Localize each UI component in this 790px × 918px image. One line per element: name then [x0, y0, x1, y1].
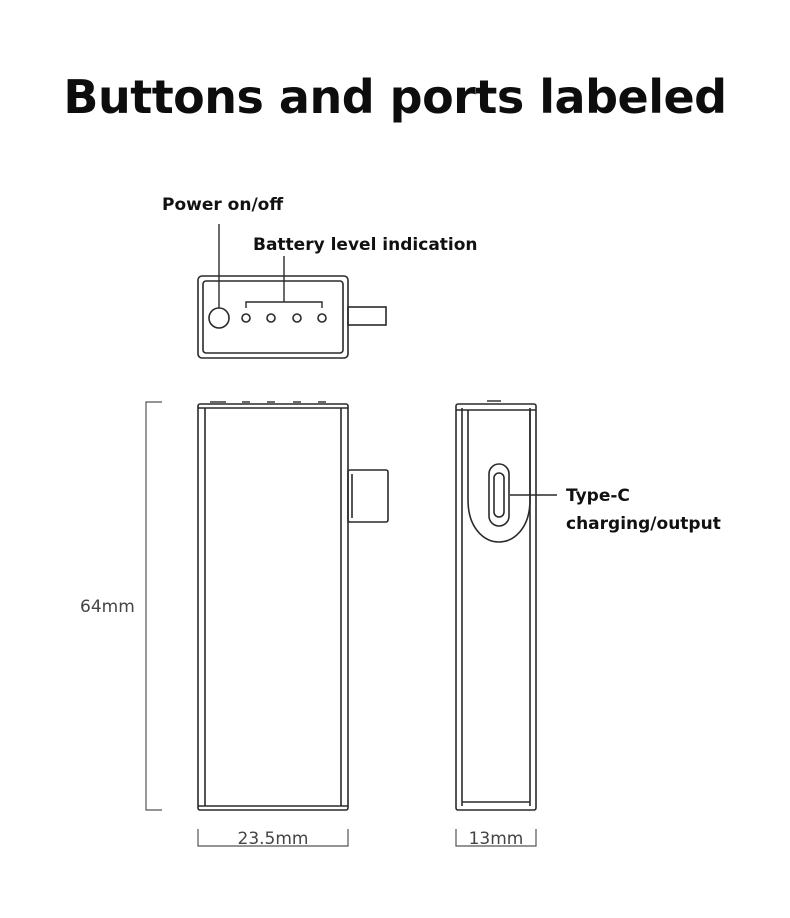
battery-callout-bracket [245, 301, 323, 308]
battery-label: Battery level indication [253, 235, 478, 255]
type-c-port-slot [493, 472, 505, 518]
width-dimension-line [197, 829, 349, 847]
battery-led-2-icon [266, 313, 276, 323]
depth-dimension-line [455, 829, 537, 847]
type-c-port-icon [488, 463, 510, 527]
front-view [197, 401, 389, 811]
typec-label-line2: charging/output [566, 514, 721, 534]
front-view-body [197, 403, 349, 811]
depth-dimension-label: 13mm [469, 829, 524, 849]
battery-led-4-icon [317, 313, 327, 323]
power-label: Power on/off [162, 195, 283, 215]
height-dimension-line [145, 401, 162, 811]
dimension-lines [145, 401, 537, 847]
side-view-body [455, 403, 537, 811]
power-button-icon [208, 307, 230, 329]
page-title: Buttons and ports labeled [63, 70, 727, 124]
width-dimension-label: 23.5mm [238, 829, 309, 849]
top-view-connector [347, 306, 387, 326]
side-view-port-panel [467, 410, 531, 543]
typec-label-line1: Type-C [566, 486, 630, 506]
battery-led-3-icon [292, 313, 302, 323]
top-view-inner-outline [202, 280, 344, 354]
top-view [197, 275, 387, 359]
battery-led-1-icon [241, 313, 251, 323]
height-dimension-label: 64mm [80, 597, 135, 617]
side-view [455, 400, 537, 811]
front-view-connector [347, 469, 389, 523]
callout-lines [218, 224, 323, 308]
